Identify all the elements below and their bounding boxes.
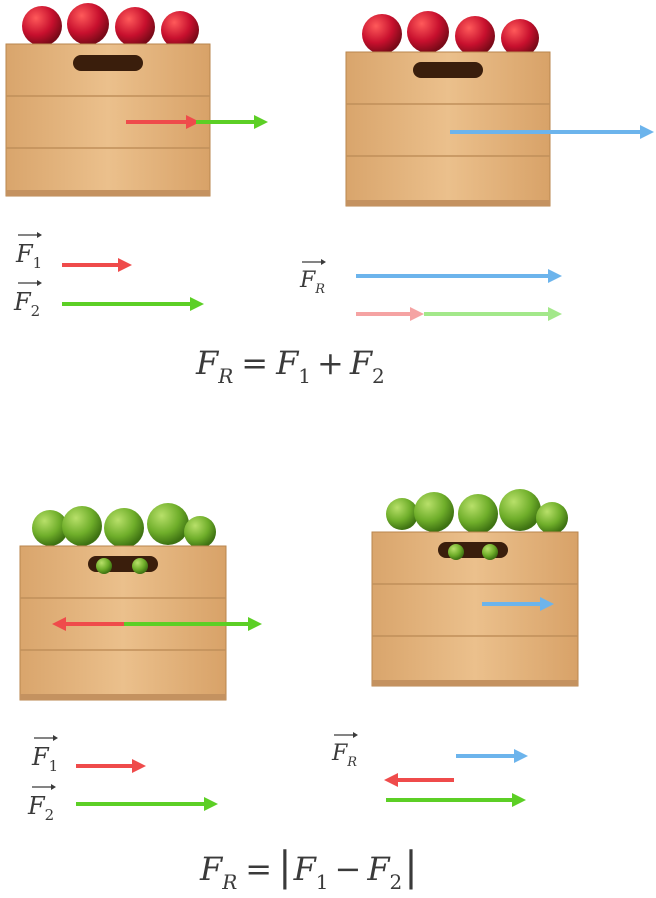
label-f2-top: F2: [13, 280, 42, 320]
apples-green-left: [32, 503, 216, 548]
arrow-f1-reversed-bottom: [384, 773, 454, 787]
crate-handle: [73, 55, 143, 71]
label-fr-bottom: FR: [331, 732, 358, 770]
crate-handle: [413, 62, 483, 78]
label-fr-top: FR: [299, 259, 326, 297]
apples-red-right: [362, 11, 539, 57]
crate-red-left: [5, 3, 211, 197]
arrow-f2-legend-top: [62, 297, 204, 311]
label-f1-bottom: F1: [31, 735, 58, 775]
crate-green-left: [19, 503, 227, 701]
arrow-f1-faded-top: [356, 307, 424, 321]
svg-text:F1: F1: [31, 743, 58, 775]
arrow-f1-on-crate-bottom: [52, 617, 124, 631]
arrow-f1-legend-bottom: [76, 759, 146, 773]
arrow-f2-on-crate-bottom: [120, 617, 262, 631]
svg-text:F2: F2: [13, 288, 40, 320]
crate-green-right: [371, 489, 579, 687]
crate-red-right: [345, 11, 551, 207]
label-f1-top: F1: [15, 232, 42, 272]
svg-text:F1: F1: [15, 240, 42, 272]
arrow-f2-legend-bottom: [76, 797, 218, 811]
svg-text:FR: FR: [299, 268, 325, 297]
label-f2-bottom: F2: [27, 784, 56, 824]
svg-text:FR: FR: [331, 741, 357, 770]
svg-text:F2: F2: [27, 792, 54, 824]
apples-red-left: [22, 3, 199, 49]
arrow-f1-legend-top: [62, 258, 132, 272]
equation-sum: FR=F1+F2: [195, 344, 385, 388]
arrow-f2-combined-bottom: [386, 793, 526, 807]
arrow-fr-on-crate-top: [450, 125, 654, 139]
arrow-f1-on-crate-top: [126, 115, 200, 129]
arrow-f2-on-crate-top: [196, 115, 268, 129]
arrow-fr-legend-bottom: [456, 749, 528, 763]
equation-difference: FR=|F1−F2|: [199, 844, 418, 894]
arrow-fr-legend-top: [356, 269, 562, 283]
arrow-f2-faded-top: [424, 307, 562, 321]
apples-green-right: [386, 489, 568, 534]
arrow-fr-on-crate-bottom: [482, 597, 554, 611]
